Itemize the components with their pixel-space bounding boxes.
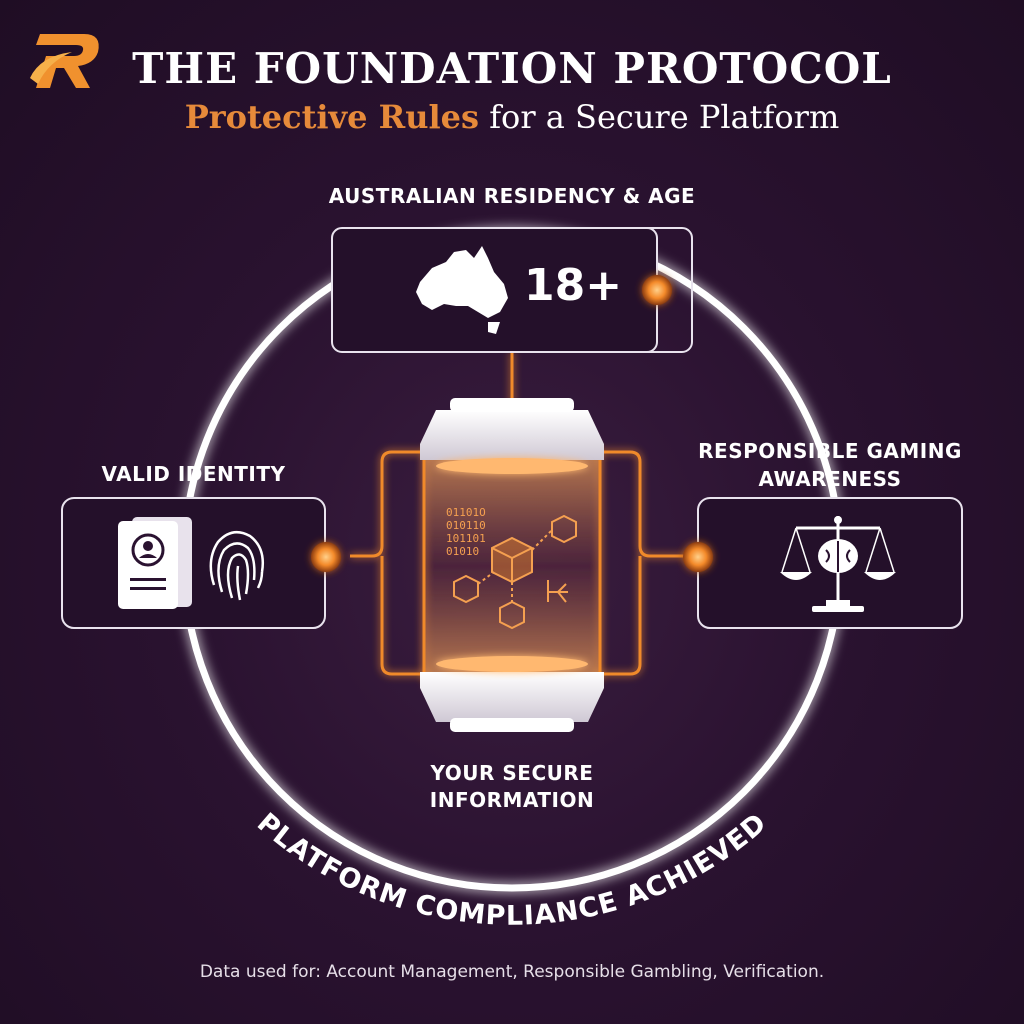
binary-line: 01101O (446, 506, 486, 519)
ring-text: PLATFORM COMPLIANCE ACHIEVED (251, 807, 773, 932)
gaming-node-dot (683, 542, 713, 572)
gaming-label-line1: RESPONSIBLE GAMING (698, 439, 962, 463)
gaming-label-line2: AWARENESS (758, 467, 902, 491)
binary-line: 01010 (446, 545, 480, 558)
brand-r-logo-icon (30, 34, 99, 88)
core-label-line2: INFORMATION (429, 788, 595, 812)
brand-logo (26, 26, 108, 98)
id-card-icon (118, 517, 192, 609)
page-title: THE FOUNDATION PROTOCOL (132, 44, 892, 93)
fingerprint-icon (209, 530, 264, 601)
subtitle-rest: for a Secure Platform (479, 98, 840, 136)
secure-capsule (420, 398, 604, 732)
residency-box (331, 227, 693, 353)
identity-node-dot (311, 542, 341, 572)
data-cubes-icon (453, 514, 577, 630)
binary-line: 010110 (446, 519, 486, 532)
footer-note: Data used for: Account Management, Respo… (199, 962, 825, 982)
identity-box (61, 497, 326, 629)
gaming-box (697, 497, 963, 629)
age-requirement: 18+ (524, 260, 623, 311)
core-label-line1: YOUR SECURE (430, 761, 594, 785)
identity-label: VALID IDENTITY (101, 462, 286, 486)
australia-map-icon (416, 246, 508, 334)
residency-node-dot (642, 275, 672, 305)
page-subtitle: Protective Rules for a Secure Platform (0, 98, 1024, 136)
scales-brain-icon (780, 516, 896, 612)
residency-label: AUSTRALIAN RESIDENCY & AGE (328, 184, 696, 208)
binary-code: 01101O 010110 101101 01010 (446, 506, 506, 558)
core-label: YOUR SECURE INFORMATION (362, 760, 662, 814)
gaming-label: RESPONSIBLE GAMING AWARENESS (682, 437, 978, 493)
binary-line: 101101 (446, 532, 486, 545)
subtitle-accent: Protective Rules (184, 98, 480, 136)
connector-lines (350, 352, 690, 676)
